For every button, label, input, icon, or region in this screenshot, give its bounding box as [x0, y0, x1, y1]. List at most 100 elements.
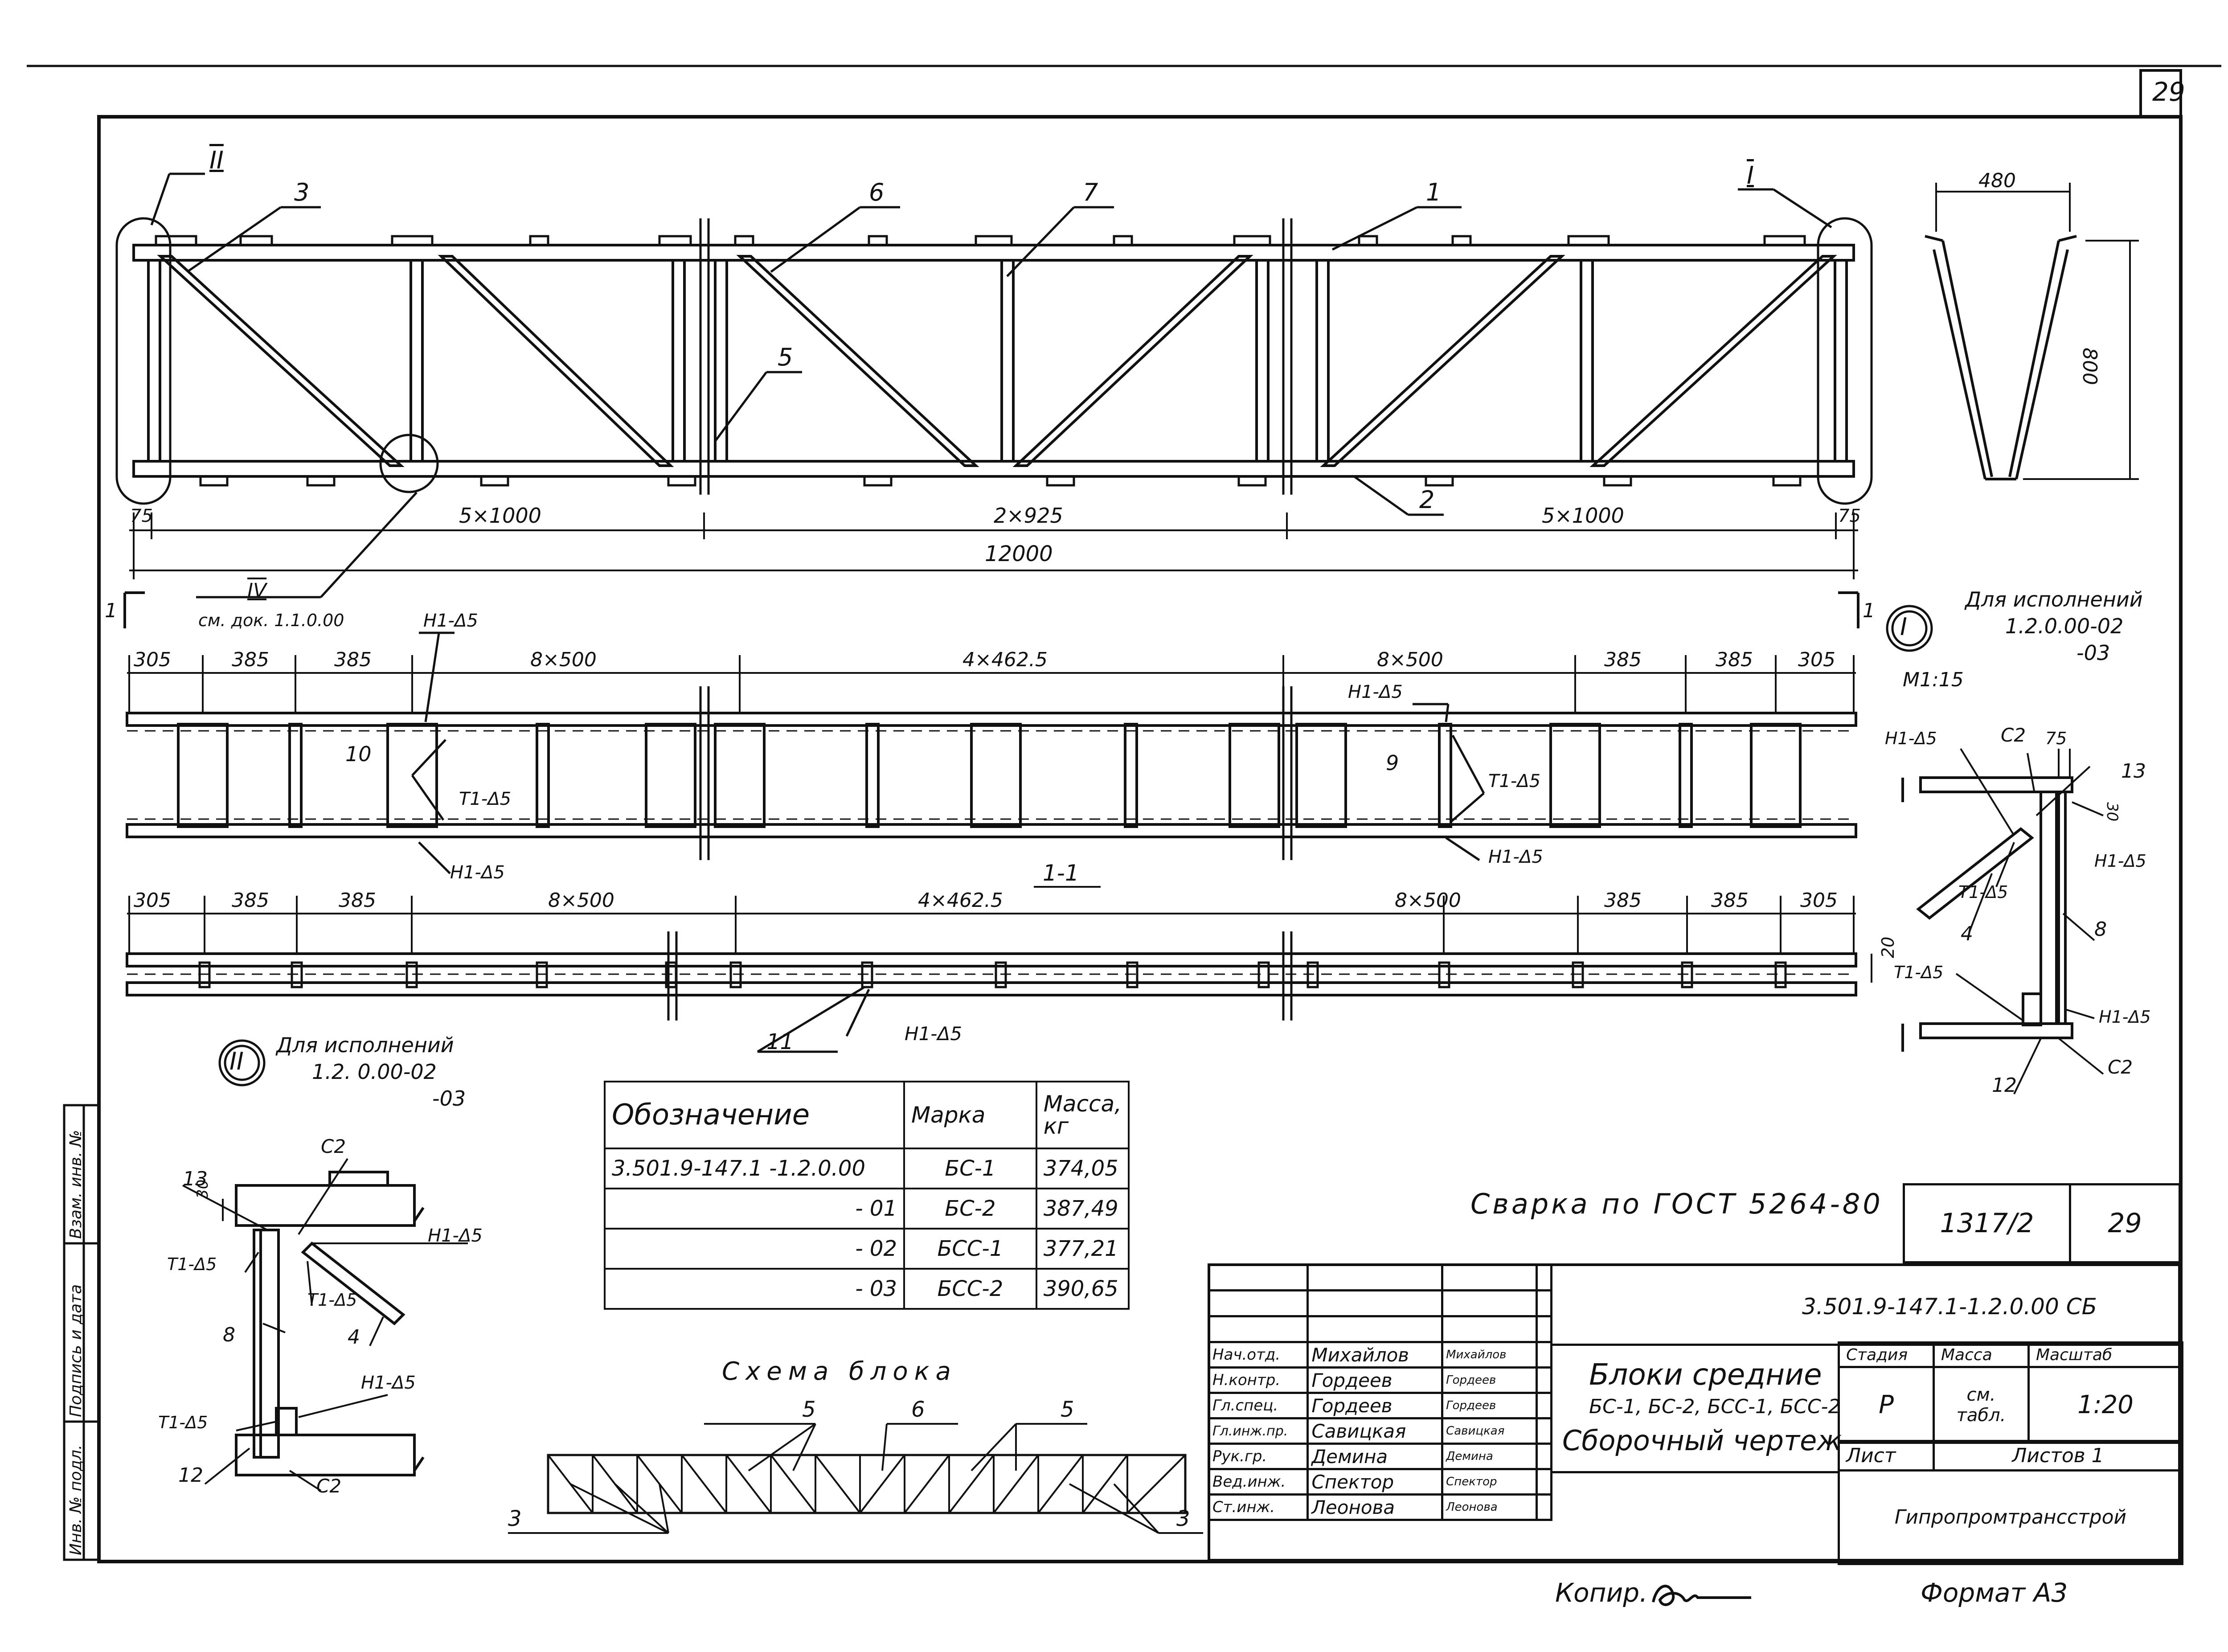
- dim-75-left: 75: [130, 506, 153, 526]
- sec-dim-385-a: 385: [232, 889, 269, 912]
- spec-row4-designation: - 03: [604, 1268, 905, 1310]
- detail-I-position-12: 12: [1992, 1074, 2017, 1097]
- detail-I-mark: I: [1900, 613, 1907, 641]
- section-1-1-title: 1-1: [1043, 860, 1079, 886]
- node-IV-doc-ref: см. док. 1.1.0.00: [198, 611, 344, 630]
- sheet-label: Лист: [1838, 1440, 1935, 1472]
- detail-I-scale: М1:15: [1903, 668, 1964, 691]
- sec-dim-305-right: 305: [1800, 889, 1838, 912]
- callout-detail-I: I: [1747, 161, 1754, 189]
- sec-dim-8x500-left: 8×500: [548, 889, 614, 912]
- section-mark-right: 1: [1863, 599, 1875, 622]
- spec-row1-mass: 374,05: [1035, 1148, 1130, 1189]
- plan-position-10: 10: [345, 742, 372, 766]
- detail-I-c2-bottom: C2: [2108, 1056, 2133, 1078]
- dim-total-12000: 12000: [985, 541, 1053, 566]
- sec-weld-h1: H1-Δ5: [905, 1023, 962, 1045]
- detail-I-graphic: [1886, 605, 2104, 1095]
- staff-name-3: Гордеев: [1306, 1392, 1444, 1419]
- detail-II-variant-1: 1.2. 0.00-02: [312, 1060, 437, 1084]
- copier-signature: [1652, 1585, 1751, 1606]
- scheme-label-3-left: 3: [508, 1506, 522, 1531]
- detail-II-dim-30: 30: [194, 1179, 212, 1199]
- staff-name-7: Леонова: [1306, 1493, 1444, 1521]
- side-stamp-replace-label: Взам. инв. №: [67, 1130, 85, 1239]
- plan-dim-305-right: 305: [1798, 648, 1835, 671]
- detail-I-variant-1: 1.2.0.00-02: [2005, 614, 2124, 638]
- detail-I-weld-h1-c: H1-Δ5: [2099, 1007, 2151, 1027]
- spec-row4-mass: 390,65: [1035, 1268, 1130, 1310]
- mass-label: Масса: [1933, 1341, 2030, 1368]
- plan-dim-385-a: 385: [232, 648, 269, 671]
- dim-height-800: 800: [2078, 348, 2101, 385]
- spec-header-designation: Обозначение: [604, 1081, 905, 1149]
- detail-II-position-4: 4: [348, 1326, 360, 1349]
- spec-row1-mark: БС-1: [903, 1148, 1037, 1189]
- staff-name-5: Демина: [1306, 1443, 1444, 1470]
- detail-I-dim-75: 75: [2045, 729, 2067, 748]
- staff-role-4: Гл.инж.пр.: [1207, 1417, 1309, 1445]
- staff-sig-4: Савицкая: [1441, 1417, 1538, 1445]
- table-row: - 01 БС-2 387,49: [604, 1188, 1130, 1230]
- plan-view: [126, 631, 1857, 874]
- spec-row2-mass: 387,49: [1035, 1188, 1130, 1230]
- sec-dim-thickness-20: 20: [1878, 936, 1898, 958]
- side-stamp-inv-label: Инв. № подл.: [67, 1444, 85, 1555]
- plan-weld-h1-bottom-left: H1-Δ5: [450, 862, 505, 883]
- callout-6: 6: [869, 178, 885, 206]
- detail-I-position-8: 8: [2094, 918, 2107, 941]
- dim-width-480: 480: [1978, 169, 2016, 192]
- detail-I-position-13: 13: [2121, 760, 2146, 783]
- table-row: 3.501.9-147.1 -1.2.0.00 БС-1 374,05: [604, 1148, 1130, 1189]
- dim-5x1000-left: 5×1000: [459, 504, 541, 528]
- plan-weld-h1-top-right: H1-Δ5: [1348, 682, 1403, 702]
- title-divider: [1552, 1471, 1838, 1473]
- plan-weld-t1-right: T1-Δ5: [1488, 771, 1541, 791]
- callout-detail-II: II: [209, 146, 224, 174]
- plan-dim-305-left: 305: [134, 648, 171, 671]
- detail-II-c2-bottom: C2: [316, 1475, 342, 1497]
- detail-I-position-4: 4: [1961, 922, 1973, 945]
- footer-format: Формат А3: [1921, 1578, 2068, 1608]
- staff-name-2: Гордеев: [1306, 1366, 1444, 1394]
- detail-I-variant-2: -03: [2076, 641, 2110, 665]
- detail-I-weld-t1-b: T1-Δ5: [1894, 963, 1944, 982]
- callout-3: 3: [294, 178, 310, 206]
- corner-box: [2139, 69, 2182, 118]
- detail-II-position-8: 8: [223, 1324, 235, 1346]
- spec-row3-mark: БСС-1: [903, 1228, 1037, 1270]
- sec-dim-385-b: 385: [339, 889, 376, 912]
- plan-weld-h1-bottom-right: H1-Δ5: [1488, 847, 1543, 867]
- staff-role-6: Вед.инж.: [1207, 1468, 1309, 1496]
- staff-name-4: Савицкая: [1306, 1417, 1444, 1445]
- table-row: - 02 БСС-1 377,21: [604, 1228, 1130, 1270]
- detail-II-weld-h1-a: H1-Δ5: [428, 1226, 483, 1246]
- detail-II-graphic: [182, 1039, 468, 1492]
- staff-role-7: Ст.инж.: [1207, 1493, 1309, 1521]
- section-mark-left: 1: [105, 599, 117, 622]
- detail-II-position-12: 12: [178, 1464, 203, 1487]
- plan-weld-h1-top-left: H1-Δ5: [423, 611, 478, 631]
- spec-row3-designation: - 02: [604, 1228, 905, 1270]
- callout-5: 5: [778, 343, 793, 371]
- staff-name-1: Михайлов: [1306, 1341, 1444, 1369]
- stage-label: Стадия: [1838, 1341, 1935, 1368]
- staff-sig-1: Михайлов: [1441, 1341, 1538, 1369]
- staff-role-2: Н.контр.: [1207, 1366, 1309, 1394]
- specification-table: Обозначение Марка Масса, кг 3.501.9-147.…: [604, 1081, 1130, 1310]
- dim-5x1000-right: 5×1000: [1542, 504, 1624, 528]
- detail-II-title: Для исполнений: [276, 1033, 454, 1057]
- detail-II-variant-2: -03: [432, 1086, 466, 1111]
- scheme-label-3-right: 3: [1176, 1506, 1190, 1531]
- dim-75-right: 75: [1838, 506, 1861, 526]
- spec-row4-mark: БСС-2: [903, 1268, 1037, 1310]
- callout-7: 7: [1083, 178, 1098, 206]
- detail-I-weld-h1-b: H1-Δ5: [2094, 851, 2146, 871]
- plan-position-9: 9: [1386, 751, 1399, 775]
- sec-dim-8x500-right: 8×500: [1395, 889, 1461, 912]
- truss-elevation: [115, 172, 1873, 628]
- corner-sheet-number: 29: [2152, 77, 2185, 107]
- callout-1: 1: [1426, 178, 1442, 206]
